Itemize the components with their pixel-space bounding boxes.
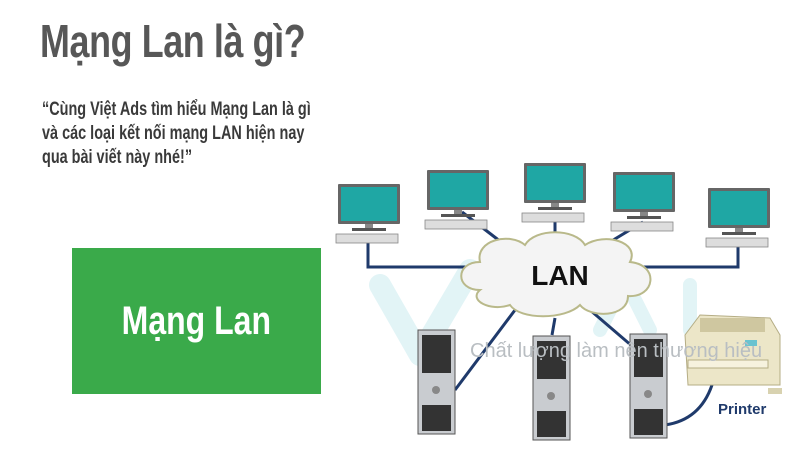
workstation <box>424 170 489 230</box>
server-tower <box>629 333 668 439</box>
keyboard-icon <box>610 221 674 232</box>
intro-quote: “Cùng Việt Ads tìm hiểu Mạng Lan là gì v… <box>42 98 311 170</box>
server-tower <box>532 335 571 441</box>
workstation <box>335 184 400 244</box>
keyboard-icon <box>521 212 585 223</box>
server-tower <box>417 329 456 435</box>
page-title: Mạng Lan là gì? <box>40 15 306 67</box>
intro-line: “Cùng Việt Ads tìm hiểu Mạng Lan là gì <box>42 99 311 120</box>
cable <box>550 317 557 336</box>
topic-banner-label: Mạng Lan <box>121 298 272 343</box>
lan-cloud: LAN <box>460 231 652 318</box>
keyboard-icon <box>335 233 399 244</box>
printer <box>684 314 782 394</box>
watermark-slogan: Chất lượng làm nên thương hiệu <box>470 340 763 362</box>
cable <box>366 240 470 269</box>
keyboard-icon <box>705 237 769 248</box>
cable <box>640 245 740 269</box>
intro-line: và các loại kết nối mạng LAN hiện nay <box>42 123 305 144</box>
intro-line: qua bài viết này nhé!” <box>42 147 193 168</box>
topic-banner: Mạng Lan <box>72 248 321 394</box>
keyboard-icon <box>424 219 488 230</box>
workstation <box>705 188 770 248</box>
cable <box>664 384 714 427</box>
lan-label: LAN <box>531 260 589 291</box>
workstation <box>610 172 675 232</box>
printer-label: Printer <box>718 401 767 418</box>
cable <box>453 309 517 391</box>
workstation <box>521 163 586 223</box>
